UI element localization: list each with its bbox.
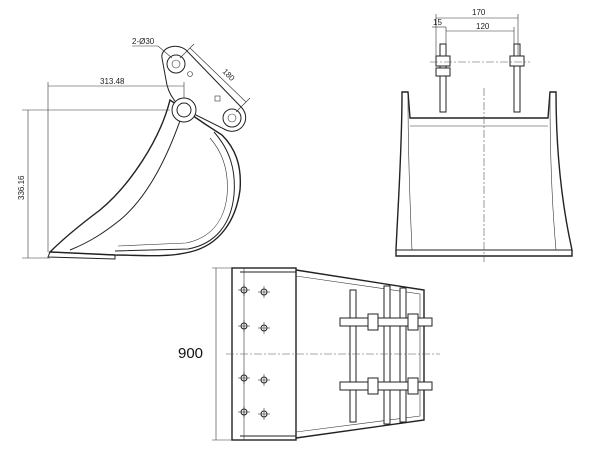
pin-hole-upper-inner xyxy=(171,59,181,69)
lug-left xyxy=(439,43,447,113)
bucket-inner-line xyxy=(69,114,183,251)
boss-large-inner xyxy=(176,102,192,118)
lug-right xyxy=(513,43,521,113)
bolt-small xyxy=(214,95,221,102)
width-120-label: 120 xyxy=(476,22,490,31)
bucket-back-curve-2 xyxy=(117,137,228,247)
lug-left-boss-2 xyxy=(435,67,451,77)
pin-boss-lr xyxy=(407,377,419,395)
pin-hole-upper xyxy=(166,54,186,74)
tooth-holes xyxy=(240,286,268,418)
hole-crosshairs xyxy=(238,284,270,420)
lug-left-boss xyxy=(435,55,451,67)
width-170-label: 170 xyxy=(472,8,486,17)
pin-hole-lower xyxy=(222,108,242,128)
width-900-label: 900 xyxy=(178,345,203,362)
grease-point xyxy=(187,71,193,77)
front-inner-right xyxy=(549,95,557,251)
pin-boss-ll xyxy=(367,377,379,395)
height-label: 336.16 xyxy=(17,175,26,200)
side-view: 2-Ø30 180 313.48 336.16 xyxy=(17,37,251,260)
rib-plate-3 xyxy=(399,287,407,423)
pin-bar-lower xyxy=(339,381,433,391)
pin-span-ext-2 xyxy=(235,97,251,113)
pin-note-label: 2-Ø30 xyxy=(132,37,155,46)
top-view: 900 xyxy=(178,267,440,441)
cutting-edge xyxy=(47,251,116,260)
front-inner-left xyxy=(407,95,413,251)
rib-plate-2 xyxy=(383,285,391,425)
pin-boss-ur xyxy=(407,313,419,331)
top-view-body-inner xyxy=(295,275,421,433)
front-view: 170 120 15 xyxy=(395,8,573,262)
pin-note-leader xyxy=(157,45,173,59)
linkage-plate xyxy=(161,45,247,132)
rib-plate-1 xyxy=(349,289,357,423)
pin-span-ext-1 xyxy=(179,43,195,59)
lug-right-boss xyxy=(509,55,525,67)
pin-span-label: 180 xyxy=(221,67,237,83)
reach-label: 313.48 xyxy=(100,77,125,86)
lug-15-label: 15 xyxy=(433,18,442,27)
pin-hole-lower-inner xyxy=(227,113,237,123)
boss-large xyxy=(171,97,197,123)
bucket-back-curve xyxy=(114,131,235,252)
pin-boss-ul xyxy=(367,313,379,331)
bucket-side-outline xyxy=(48,98,242,257)
top-view-body xyxy=(295,269,425,439)
pin-span-dim-line xyxy=(189,47,247,103)
pin-bar-upper xyxy=(339,317,433,327)
